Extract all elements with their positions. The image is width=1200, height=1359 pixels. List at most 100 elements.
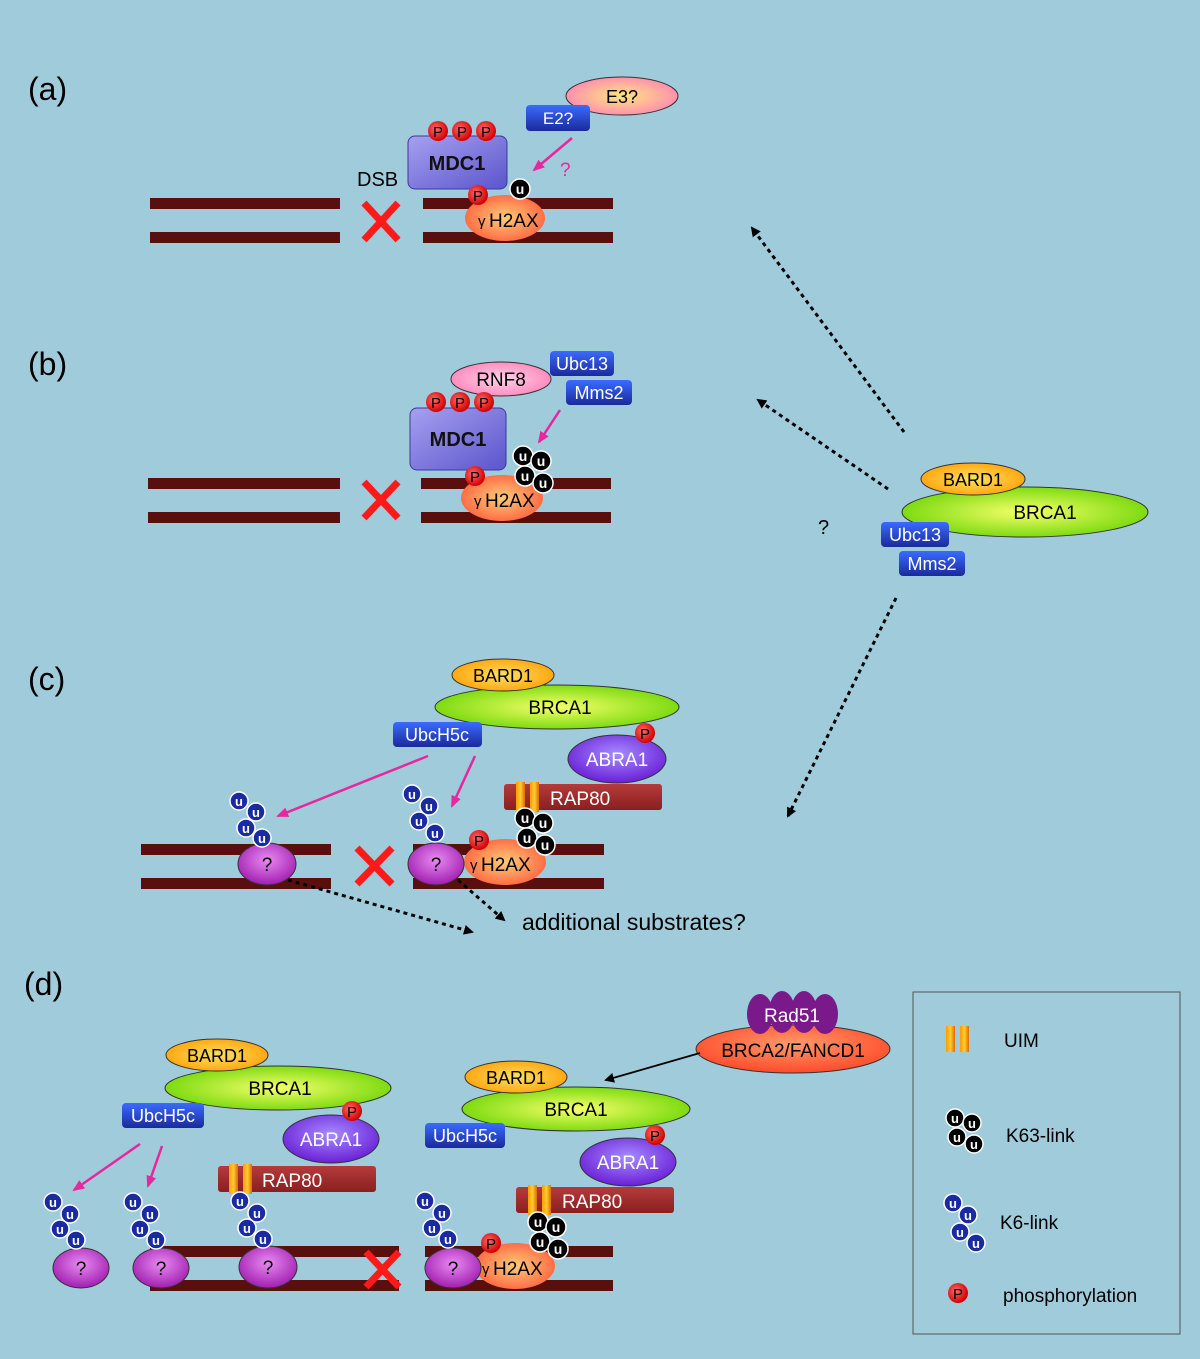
dotted-arrow <box>756 398 889 491</box>
e2-protein <box>526 105 590 131</box>
k6-chain: u u u u <box>43 1192 86 1250</box>
svg-text:P: P <box>433 124 443 141</box>
svg-text:P: P <box>473 188 483 205</box>
svg-text:u: u <box>236 1194 244 1209</box>
rap80-label: RAP80 <box>562 1192 622 1213</box>
gamma-symbol: γ <box>482 1261 490 1278</box>
h2ax-protein <box>475 1243 555 1289</box>
phospho-group: P P P <box>426 392 494 412</box>
svg-text:u: u <box>258 831 266 846</box>
mms2-label: Mms2 <box>908 554 957 574</box>
svg-text:P: P <box>650 1128 660 1145</box>
h2ax-protein <box>461 475 543 521</box>
question-mark: ? <box>560 160 571 181</box>
uim-motif <box>229 1164 238 1194</box>
svg-text:u: u <box>253 1206 261 1221</box>
svg-text:?: ? <box>448 1259 459 1280</box>
svg-text:P: P <box>474 833 484 850</box>
svg-text:P: P <box>455 395 465 412</box>
rnf8-label: RNF8 <box>476 370 526 391</box>
dotted-arrow <box>750 226 906 433</box>
dsb-cross <box>361 479 401 521</box>
svg-text:u: u <box>444 1232 452 1247</box>
mms2-protein <box>899 551 965 576</box>
gamma-symbol: γ <box>474 493 482 510</box>
svg-text:u: u <box>146 1207 154 1222</box>
magenta-arrow <box>146 1145 164 1188</box>
phospho-icon <box>465 466 485 486</box>
dotted-arrow <box>786 597 898 818</box>
h2ax-label: H2AX <box>481 855 531 876</box>
question-mark: ? <box>818 517 829 539</box>
h2ax-label: H2AX <box>493 1259 543 1280</box>
svg-text:u: u <box>537 453 546 469</box>
magenta-arrow <box>532 137 573 172</box>
h2ax-label: H2AX <box>485 491 535 512</box>
ubch5c-protein <box>393 722 482 747</box>
svg-text:?: ? <box>262 855 273 876</box>
rap80-label: RAP80 <box>550 789 610 810</box>
abra1-label: ABRA1 <box>300 1130 362 1151</box>
svg-text:u: u <box>408 787 416 802</box>
bard1-protein <box>451 658 555 692</box>
svg-text:u: u <box>243 1221 251 1236</box>
svg-text:u: u <box>521 810 530 826</box>
svg-text:u: u <box>534 1214 543 1230</box>
ubch5c-label: UbcH5c <box>433 1126 497 1146</box>
uim-legend-icon <box>960 1026 969 1052</box>
rap80-protein <box>504 784 662 810</box>
svg-text:u: u <box>428 1221 436 1236</box>
uim-legend-icon <box>946 1026 955 1052</box>
svg-text:u: u <box>521 468 530 484</box>
k63-chain: u u u u <box>514 807 556 856</box>
brca1-label: BRCA1 <box>528 698 591 719</box>
dna-strand <box>148 478 340 489</box>
gamma-symbol: γ <box>478 213 486 230</box>
ubc13-label: Ubc13 <box>556 354 608 374</box>
svg-text:u: u <box>536 1234 545 1250</box>
h2ax-protein <box>465 195 545 241</box>
ubc13-protein <box>881 522 949 547</box>
ubch5c-protein <box>122 1103 204 1128</box>
rad51-protein <box>747 991 838 1034</box>
svg-text:u: u <box>541 837 550 853</box>
svg-text:u: u <box>539 475 548 491</box>
abra1-protein <box>579 1137 677 1187</box>
svg-text:P: P <box>479 395 489 412</box>
k6-chain: u u u u <box>229 791 272 848</box>
abra1-protein <box>567 734 667 784</box>
abra1-label: ABRA1 <box>586 750 648 771</box>
panel-label-c: (c) <box>28 661 65 697</box>
magenta-arrow <box>450 755 477 808</box>
svg-text:?: ? <box>263 1258 274 1279</box>
svg-text:u: u <box>956 1225 964 1240</box>
bard1-label: BARD1 <box>943 470 1003 490</box>
dsb-label: DSB <box>357 169 398 191</box>
panel-c: (c) BRCA1 BARD1 UbcH5c RAP80 ABRA1 P ? u… <box>28 658 746 935</box>
rad51-label: Rad51 <box>764 1006 820 1027</box>
rap80-protein <box>218 1166 376 1192</box>
phospho-icon <box>342 1101 362 1121</box>
mdc1-label: MDC1 <box>430 429 487 451</box>
uim-motif <box>516 782 525 812</box>
panel-b: (b) RNF8 Ubc13 Mms2 MDC1 P P P γ H2AX P … <box>28 346 632 523</box>
svg-text:u: u <box>136 1222 144 1237</box>
mdc1-label: MDC1 <box>429 153 486 175</box>
brca2-label: BRCA2/FANCD1 <box>721 1041 865 1062</box>
dotted-arrow <box>457 878 506 922</box>
uim-motif <box>243 1164 252 1194</box>
arrow <box>604 1052 701 1083</box>
magenta-arrow <box>537 409 562 444</box>
ubch5c-protein <box>425 1123 505 1148</box>
svg-text:u: u <box>953 1130 961 1145</box>
ubch5c-label: UbcH5c <box>405 725 469 745</box>
svg-text:P: P <box>486 1236 496 1253</box>
svg-text:u: u <box>56 1222 64 1237</box>
unknown-substrate <box>407 842 465 886</box>
rap80-label: RAP80 <box>262 1171 322 1192</box>
dsb-cross <box>363 1249 402 1290</box>
svg-text:P: P <box>481 124 491 141</box>
dna-strand <box>150 232 340 243</box>
k6-chain: u u u u <box>123 1192 166 1250</box>
